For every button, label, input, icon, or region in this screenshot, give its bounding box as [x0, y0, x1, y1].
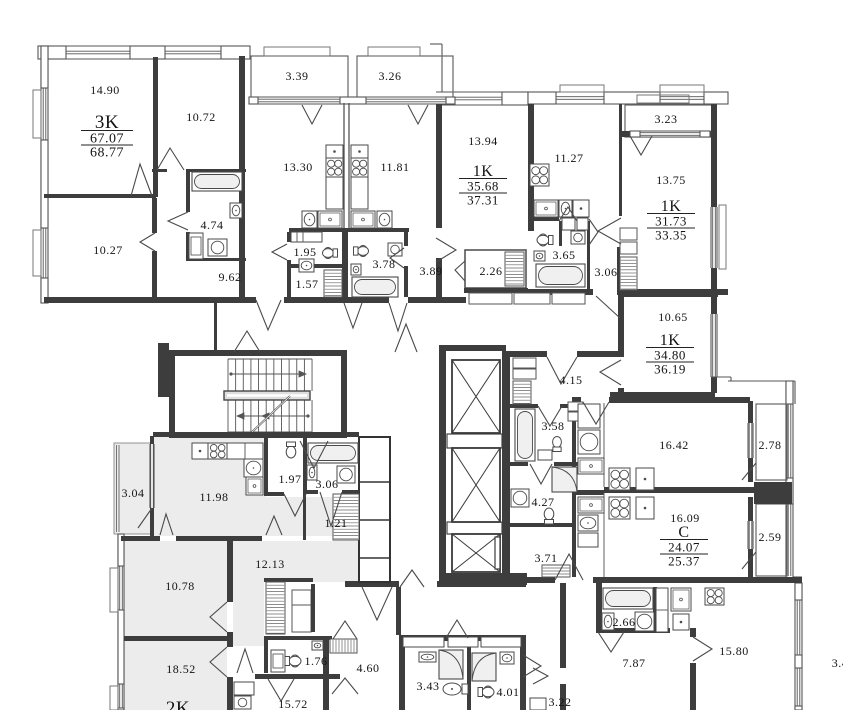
svg-text:3.4: 3.4 [832, 656, 843, 670]
svg-text:10.78: 10.78 [165, 579, 195, 593]
svg-text:34.80: 34.80 [654, 348, 686, 363]
svg-text:1.57: 1.57 [296, 277, 319, 291]
svg-text:1K: 1K [660, 332, 681, 349]
svg-text:18.52: 18.52 [166, 662, 196, 676]
svg-text:3.06: 3.06 [595, 265, 618, 279]
svg-text:4.01: 4.01 [497, 685, 520, 699]
svg-text:13.94: 13.94 [468, 134, 498, 148]
svg-text:25.37: 25.37 [668, 554, 700, 569]
svg-text:1.21: 1.21 [325, 516, 348, 530]
svg-text:35.68: 35.68 [467, 179, 499, 194]
svg-text:C: C [678, 524, 689, 541]
svg-text:3.78: 3.78 [373, 257, 396, 271]
svg-text:36.19: 36.19 [654, 362, 686, 377]
svg-text:4.74: 4.74 [201, 218, 224, 232]
svg-text:3.04: 3.04 [122, 486, 145, 500]
svg-text:67.07: 67.07 [90, 132, 124, 147]
svg-text:7.87: 7.87 [623, 656, 646, 670]
svg-text:2.59: 2.59 [759, 530, 782, 544]
svg-text:1.76: 1.76 [305, 654, 328, 668]
svg-text:9.62: 9.62 [219, 270, 242, 284]
svg-text:3.43: 3.43 [417, 679, 440, 693]
svg-text:3.58: 3.58 [542, 419, 565, 433]
svg-text:3.06: 3.06 [316, 477, 339, 491]
svg-text:68.77: 68.77 [90, 146, 124, 161]
svg-text:33.35: 33.35 [655, 228, 687, 243]
svg-text:31.73: 31.73 [655, 214, 687, 229]
svg-text:3.71: 3.71 [535, 551, 558, 565]
svg-text:16.42: 16.42 [659, 438, 689, 452]
svg-text:3.23: 3.23 [655, 112, 678, 126]
svg-text:2K: 2K [166, 698, 190, 710]
svg-text:37.31: 37.31 [467, 193, 499, 208]
svg-text:3K: 3K [95, 112, 119, 133]
svg-text:3.26: 3.26 [379, 69, 402, 83]
svg-text:10.65: 10.65 [658, 310, 688, 324]
svg-text:11.27: 11.27 [554, 151, 583, 165]
svg-text:2.66: 2.66 [613, 615, 636, 629]
svg-text:1.97: 1.97 [279, 472, 302, 486]
svg-text:24.07: 24.07 [668, 540, 700, 555]
svg-text:3.22: 3.22 [549, 695, 572, 709]
svg-text:13.75: 13.75 [656, 173, 686, 187]
svg-text:1K: 1K [473, 163, 494, 180]
svg-text:3.39: 3.39 [286, 69, 309, 83]
svg-text:13.30: 13.30 [283, 160, 313, 174]
svg-text:11.81: 11.81 [380, 160, 409, 174]
svg-text:14.90: 14.90 [90, 83, 120, 97]
svg-text:4.15: 4.15 [560, 373, 583, 387]
svg-text:12.13: 12.13 [255, 557, 285, 571]
svg-text:11.98: 11.98 [199, 490, 228, 504]
svg-text:15.80: 15.80 [719, 644, 749, 658]
svg-text:3.65: 3.65 [553, 248, 576, 262]
svg-text:3.89: 3.89 [420, 264, 443, 278]
svg-text:2.26: 2.26 [480, 264, 503, 278]
svg-text:2.78: 2.78 [759, 438, 782, 452]
svg-text:15.72: 15.72 [278, 697, 308, 710]
svg-text:16.09: 16.09 [670, 511, 700, 525]
svg-text:1K: 1K [661, 198, 682, 215]
svg-text:4.27: 4.27 [532, 495, 555, 509]
svg-text:10.72: 10.72 [186, 110, 216, 124]
svg-text:1.95: 1.95 [294, 245, 317, 259]
svg-text:10.27: 10.27 [93, 243, 123, 257]
svg-text:4.60: 4.60 [357, 661, 380, 675]
